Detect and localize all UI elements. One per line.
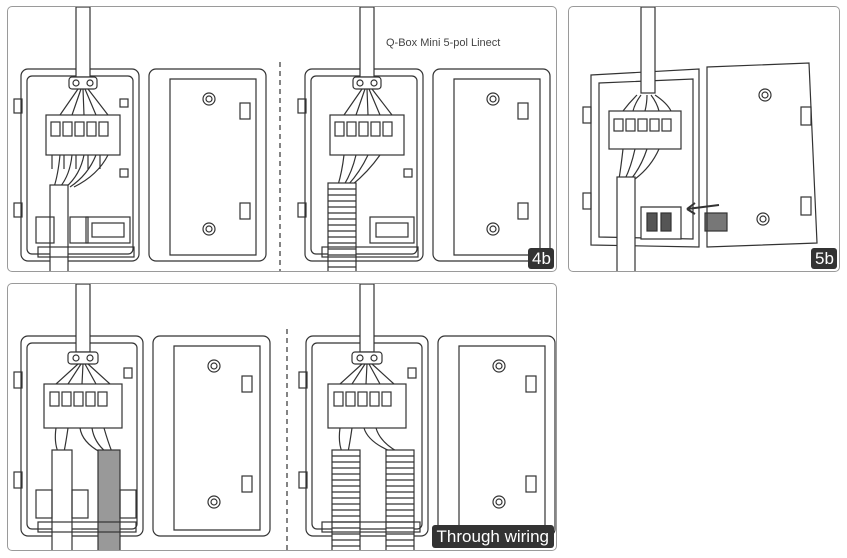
diagram-through-wiring	[13, 284, 556, 550]
panel-label-5b: 5b	[811, 248, 837, 269]
panel-label-4b: 4b	[528, 248, 554, 269]
diagram-5b	[582, 7, 818, 271]
panel-through-wiring: Through wiring	[7, 283, 557, 551]
junction-box-left	[13, 7, 140, 271]
junction-box-right	[297, 7, 424, 271]
panel-5b: 5b	[568, 6, 840, 272]
junction-box-through-right	[298, 284, 429, 550]
diagram-4b	[13, 7, 551, 271]
panel-4b: Q-Box Mini 5-pol Linect 4b	[7, 6, 557, 272]
panel-label-through-wiring: Through wiring	[431, 525, 554, 548]
junction-box-open	[582, 7, 728, 271]
insert-arrow	[686, 204, 720, 210]
lid-through-right	[437, 335, 556, 537]
lid-right	[432, 68, 551, 262]
lid-through-left	[152, 335, 271, 537]
product-caption: Q-Box Mini 5-pol Linect	[386, 37, 501, 49]
lid-open	[706, 62, 818, 248]
junction-box-through-left	[13, 284, 144, 550]
lid-left	[148, 68, 267, 262]
